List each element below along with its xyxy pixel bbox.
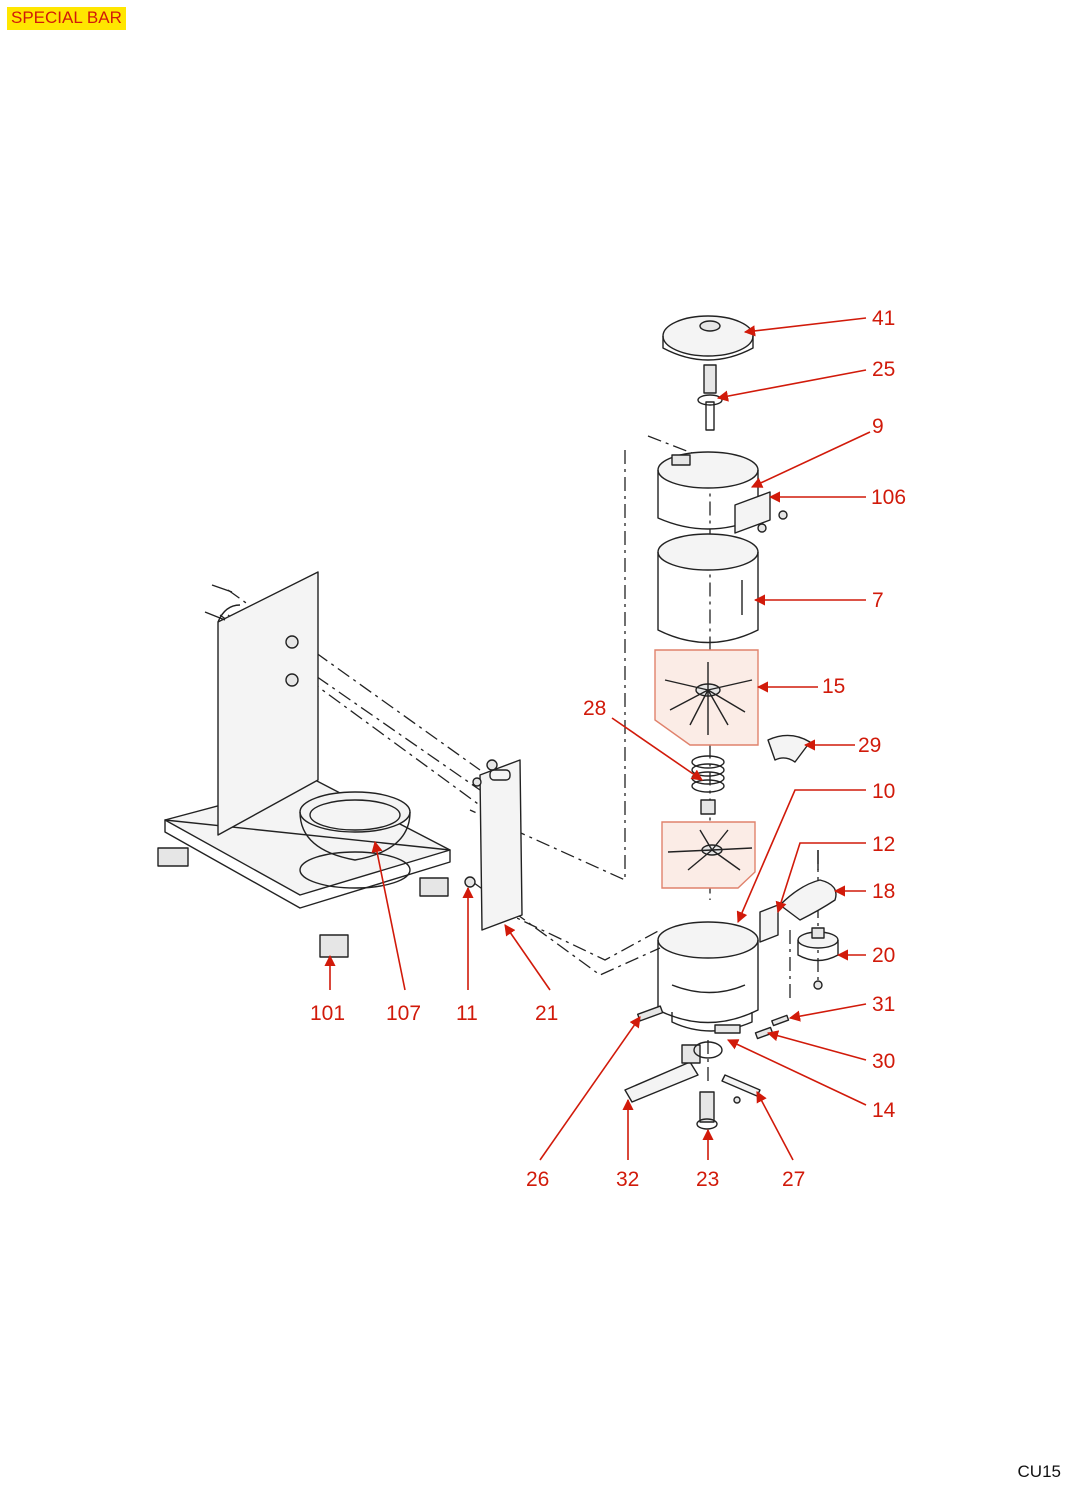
arm-18: [779, 850, 837, 921]
callout-labels: 41 25 9 106 7 15 28 29 10 12 18 20 31 30…: [310, 307, 906, 1191]
callout-25: 25: [872, 358, 895, 381]
ring-9: [657, 451, 759, 530]
callout-14: 14: [872, 1099, 896, 1122]
callout-26: 26: [526, 1168, 549, 1191]
part-23: [696, 1091, 718, 1130]
page-code: CU15: [1017, 1462, 1061, 1481]
brand-tag: SPECIAL BAR: [7, 7, 126, 30]
callout-20: 20: [872, 944, 895, 967]
callout-9: 9: [872, 415, 884, 438]
callout-7: 7: [872, 589, 884, 612]
callout-leaders: [324, 317, 871, 1161]
bowl-107: [299, 791, 411, 889]
pin-31: [771, 1014, 790, 1027]
shaft-25: [697, 364, 723, 431]
bracket-21: [472, 759, 523, 931]
plate-106: [734, 491, 788, 534]
frame-assembly: [157, 571, 476, 958]
spring-26: [636, 1005, 664, 1022]
callout-41: 41: [872, 307, 895, 330]
callout-11: 11: [456, 1002, 478, 1025]
spring-28: [691, 755, 725, 815]
callout-29: 29: [858, 734, 881, 757]
part-27: [721, 1074, 761, 1104]
lid-41: [662, 315, 754, 361]
lever-32: [624, 1041, 723, 1103]
blade-kit-15: [654, 649, 759, 889]
spring-30: [754, 1026, 774, 1040]
callout-21: 21: [535, 1002, 558, 1025]
callout-18: 18: [872, 880, 895, 903]
cap-20: [797, 927, 839, 990]
callout-23: 23: [696, 1168, 719, 1191]
feet-101: [157, 847, 449, 958]
callout-28: 28: [583, 697, 606, 720]
callout-30: 30: [872, 1050, 895, 1073]
callout-31: 31: [872, 993, 895, 1016]
screw-11: [464, 876, 476, 888]
housing-10: [657, 921, 759, 1034]
callout-32: 32: [616, 1168, 639, 1191]
callout-106: 106: [871, 486, 906, 509]
callout-107: 107: [386, 1002, 421, 1025]
callout-15: 15: [822, 675, 845, 698]
drum-7: [657, 533, 759, 644]
plate-12: [759, 904, 779, 943]
callout-12: 12: [872, 833, 895, 856]
callout-101: 101: [310, 1002, 345, 1025]
callout-27: 27: [782, 1168, 805, 1191]
callout-10: 10: [872, 780, 895, 803]
guard-29: [767, 734, 811, 763]
